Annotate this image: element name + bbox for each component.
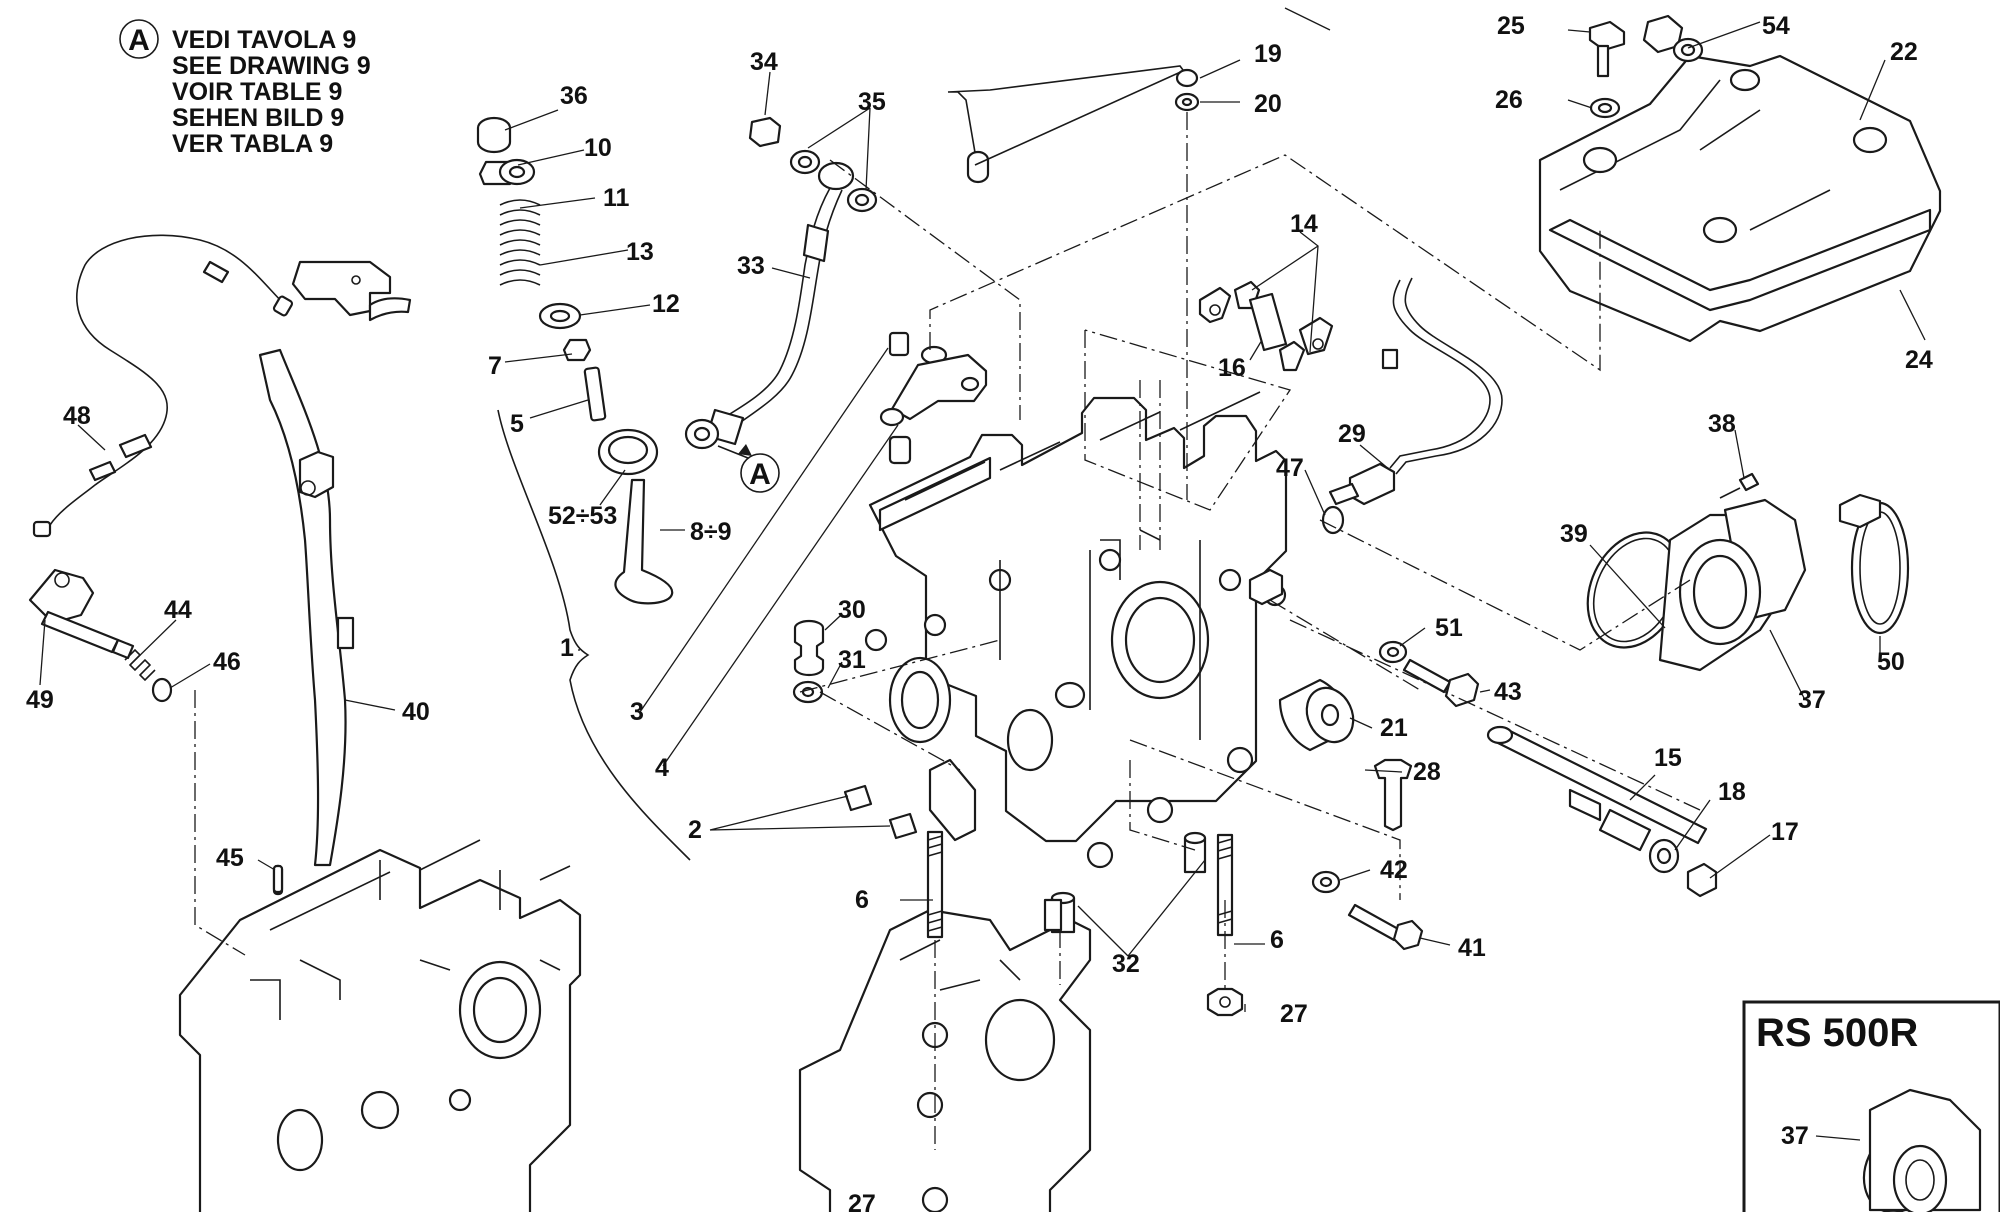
callout-24: 24 <box>1905 346 1933 374</box>
callout-7: 7 <box>488 352 502 380</box>
intake-manifold <box>1586 472 1910 672</box>
model-inset: RS 500R 37 <box>1742 1000 2000 1212</box>
note-line-5: VER TABLA 9 <box>172 130 333 158</box>
note-line-1: VEDI TAVOLA 9 <box>172 26 356 54</box>
callout-41: 41 <box>1458 934 1486 962</box>
callout-1: 1 <box>560 634 574 662</box>
callout-26: 26 <box>1495 86 1523 114</box>
callout-11: 11 <box>603 184 630 212</box>
callout-32: 32 <box>1112 950 1140 978</box>
callout-47: 47 <box>1276 454 1304 482</box>
callout-3: 3 <box>630 698 644 726</box>
callout-20: 20 <box>1254 90 1282 118</box>
callout-21: 21 <box>1380 714 1408 742</box>
callout-52-53: 52÷53 <box>548 502 617 530</box>
breather-hose: A <box>684 116 878 493</box>
callout-15: 15 <box>1654 744 1682 772</box>
callout-17: 17 <box>1771 818 1799 846</box>
ref-marker-circle <box>740 453 780 493</box>
cable-assembly <box>32 234 412 538</box>
callout-6a: 6 <box>855 886 869 914</box>
callout-13: 13 <box>626 238 654 266</box>
callout-29: 29 <box>1338 420 1366 448</box>
callout-27a: 27 <box>1280 1000 1308 1028</box>
callout-39: 39 <box>1560 520 1588 548</box>
note-line-4: SEHEN BILD 9 <box>172 104 344 132</box>
callout-6b: 6 <box>1270 926 1284 954</box>
callout-12: 12 <box>652 290 680 318</box>
callout-labels: 25 54 22 26 24 19 20 14 16 29 47 38 39 3… <box>26 12 1933 1212</box>
cable-adjuster <box>28 568 173 703</box>
note-line-2: SEE DRAWING 9 <box>172 52 371 80</box>
valve-train <box>476 116 674 605</box>
callout-36: 36 <box>560 82 588 110</box>
inset-title: RS 500R <box>1756 1011 1918 1055</box>
temperature-sensor <box>1321 277 1503 535</box>
callout-10: 10 <box>584 134 612 162</box>
callout-30: 30 <box>838 596 866 624</box>
callout-16: 16 <box>1218 354 1246 382</box>
callout-51: 51 <box>1435 614 1463 642</box>
callout-54: 54 <box>1762 12 1790 40</box>
note-line-3: VOIR TABLE 9 <box>172 78 342 106</box>
callout-19: 19 <box>1254 40 1282 68</box>
callout-18: 18 <box>1718 778 1746 806</box>
callout-46: 46 <box>213 648 241 676</box>
callout-5: 5 <box>510 410 524 438</box>
cam-bearing-cap <box>879 331 988 465</box>
inset-callout-37: 37 <box>1781 1122 1809 1150</box>
callout-25: 25 <box>1497 12 1525 40</box>
callout-37: 37 <box>1798 686 1826 714</box>
callout-44: 44 <box>164 596 192 624</box>
callout-49: 49 <box>26 686 54 714</box>
callout-40: 40 <box>402 698 430 726</box>
callout-31: 31 <box>838 646 866 674</box>
callout-42: 42 <box>1380 856 1408 884</box>
reference-cylinder-head <box>178 839 582 1212</box>
callout-4: 4 <box>655 754 669 782</box>
assembly-lines <box>194 112 1701 1150</box>
callout-8-9: 8÷9 <box>690 518 732 546</box>
callout-2: 2 <box>688 816 702 844</box>
valve-cover <box>1538 14 1942 343</box>
oil-pipe <box>947 65 1200 184</box>
callout-48: 48 <box>63 402 91 430</box>
callout-35: 35 <box>858 88 886 116</box>
cylinder-barrel <box>798 908 1092 1212</box>
note-marker-circle <box>119 19 159 59</box>
bolts <box>1311 640 1480 951</box>
ref-marker-letter: A <box>749 458 771 491</box>
callout-33: 33 <box>737 252 765 280</box>
main-cylinder-head <box>864 391 1288 869</box>
callout-27b: 27 <box>848 1190 876 1212</box>
callout-45: 45 <box>216 844 244 872</box>
leader-lines <box>39 7 1926 1012</box>
group-brace <box>497 409 691 861</box>
callout-38: 38 <box>1708 410 1736 438</box>
callout-43: 43 <box>1494 678 1522 706</box>
chain-guide <box>258 348 355 867</box>
fasteners <box>272 619 1244 1017</box>
callout-28: 28 <box>1413 758 1441 786</box>
drawing-reference-note: A VEDI TAVOLA 9 SEE DRAWING 9 VOIR TABLE… <box>119 19 371 158</box>
rocker-arms <box>1198 280 1334 372</box>
callout-22: 22 <box>1890 38 1918 66</box>
camshaft-group <box>1278 678 1718 898</box>
callout-14: 14 <box>1290 210 1318 238</box>
note-marker-letter: A <box>128 24 150 57</box>
callout-50: 50 <box>1877 648 1905 676</box>
callout-34: 34 <box>750 48 778 76</box>
